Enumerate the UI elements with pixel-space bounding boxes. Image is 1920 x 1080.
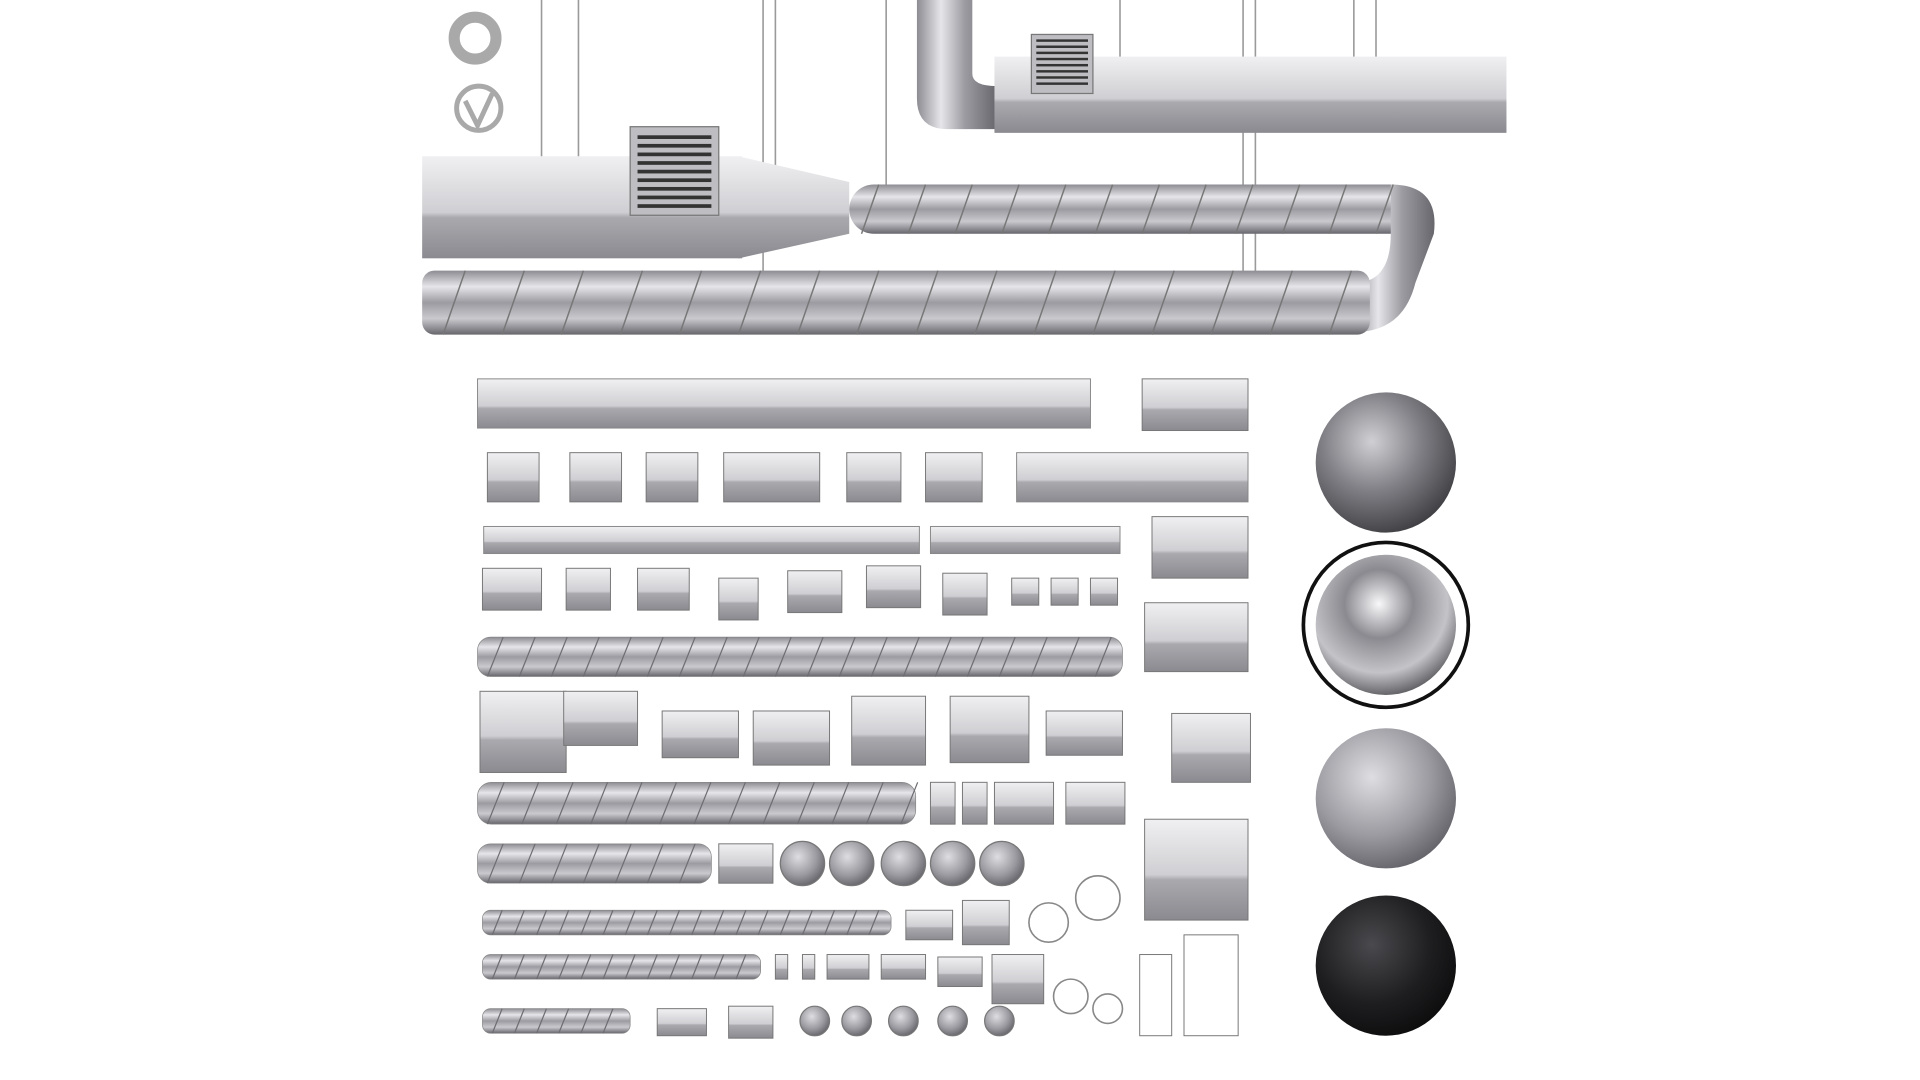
fitting (637, 567, 690, 611)
fitting (925, 452, 983, 503)
fitting (479, 690, 567, 773)
end-cap (984, 1005, 1015, 1037)
fitting (774, 954, 789, 980)
hanger-ring (1092, 993, 1124, 1025)
fitting (565, 567, 611, 611)
rectangular-duct (483, 525, 920, 555)
end-cap (937, 1005, 968, 1037)
fitting (942, 572, 988, 616)
fitting (718, 843, 774, 884)
fitting (993, 781, 1055, 825)
fitting (787, 570, 843, 614)
corona-renderer-logo (448, 11, 502, 65)
duct-assembly-top (422, 0, 1507, 335)
fitting (949, 695, 1030, 764)
fitting (645, 452, 699, 503)
fitting (1183, 934, 1239, 1037)
fitting (865, 565, 922, 609)
fitting (661, 710, 739, 759)
end-cap (979, 840, 1025, 887)
material-spheres (1301, 392, 1471, 1036)
fitting (826, 954, 870, 980)
end-cap (779, 840, 826, 887)
rectangular-duct (477, 378, 1091, 429)
grille (637, 135, 712, 208)
duct-parts-catalog (477, 378, 1251, 1039)
hanger-ring (1052, 978, 1089, 1015)
fitting (1065, 781, 1126, 825)
fitting (801, 954, 816, 980)
end-cap (880, 840, 927, 887)
fitting (728, 1005, 774, 1039)
fitting (905, 909, 954, 941)
fitting (880, 954, 927, 980)
fitting (1171, 712, 1251, 783)
rectangular-duct (929, 525, 1121, 555)
fitting (961, 781, 988, 825)
fitting (752, 710, 831, 766)
fitting (846, 452, 902, 503)
fitting (929, 781, 956, 825)
hanger-ring (1028, 902, 1070, 944)
fitting (1139, 954, 1173, 1037)
end-cap (799, 1005, 831, 1037)
fitting (937, 956, 983, 988)
fitting (851, 695, 927, 766)
end-cap (828, 840, 875, 887)
fitting (481, 567, 543, 611)
fitting (1045, 710, 1123, 756)
fitting (656, 1008, 707, 1037)
end-cap (888, 1005, 919, 1037)
spiral-pipe (477, 781, 917, 825)
fitting (1141, 378, 1249, 432)
material-sphere-galvanized-rough (1315, 392, 1456, 533)
spiral-pipe (482, 1008, 631, 1034)
rectangular-duct (1016, 452, 1249, 503)
material-sphere-polished-chrome (1315, 554, 1456, 695)
fitting (1151, 516, 1249, 579)
fitting (1089, 577, 1119, 606)
spiral-pipe (482, 954, 761, 980)
fitting (991, 954, 1045, 1005)
fitting (723, 452, 821, 503)
fitting (961, 899, 1010, 946)
fitting (1050, 577, 1079, 606)
spiral-pipe (482, 909, 892, 936)
fitting (569, 452, 623, 503)
fitting (563, 690, 639, 746)
material-sphere-brushed-steel (1315, 728, 1456, 869)
fitting (1144, 602, 1249, 673)
end-cap (841, 1005, 872, 1037)
material-sphere-black-painted (1315, 895, 1456, 1036)
fitting (1011, 577, 1040, 606)
hanger-ring (1074, 875, 1121, 921)
end-cap (929, 840, 976, 887)
spiral-pipe (477, 636, 1123, 677)
spiral-pipe (477, 843, 712, 884)
fitting (486, 452, 540, 503)
vray-logo (454, 83, 504, 133)
fitting (1144, 818, 1249, 921)
fitting (718, 577, 759, 621)
